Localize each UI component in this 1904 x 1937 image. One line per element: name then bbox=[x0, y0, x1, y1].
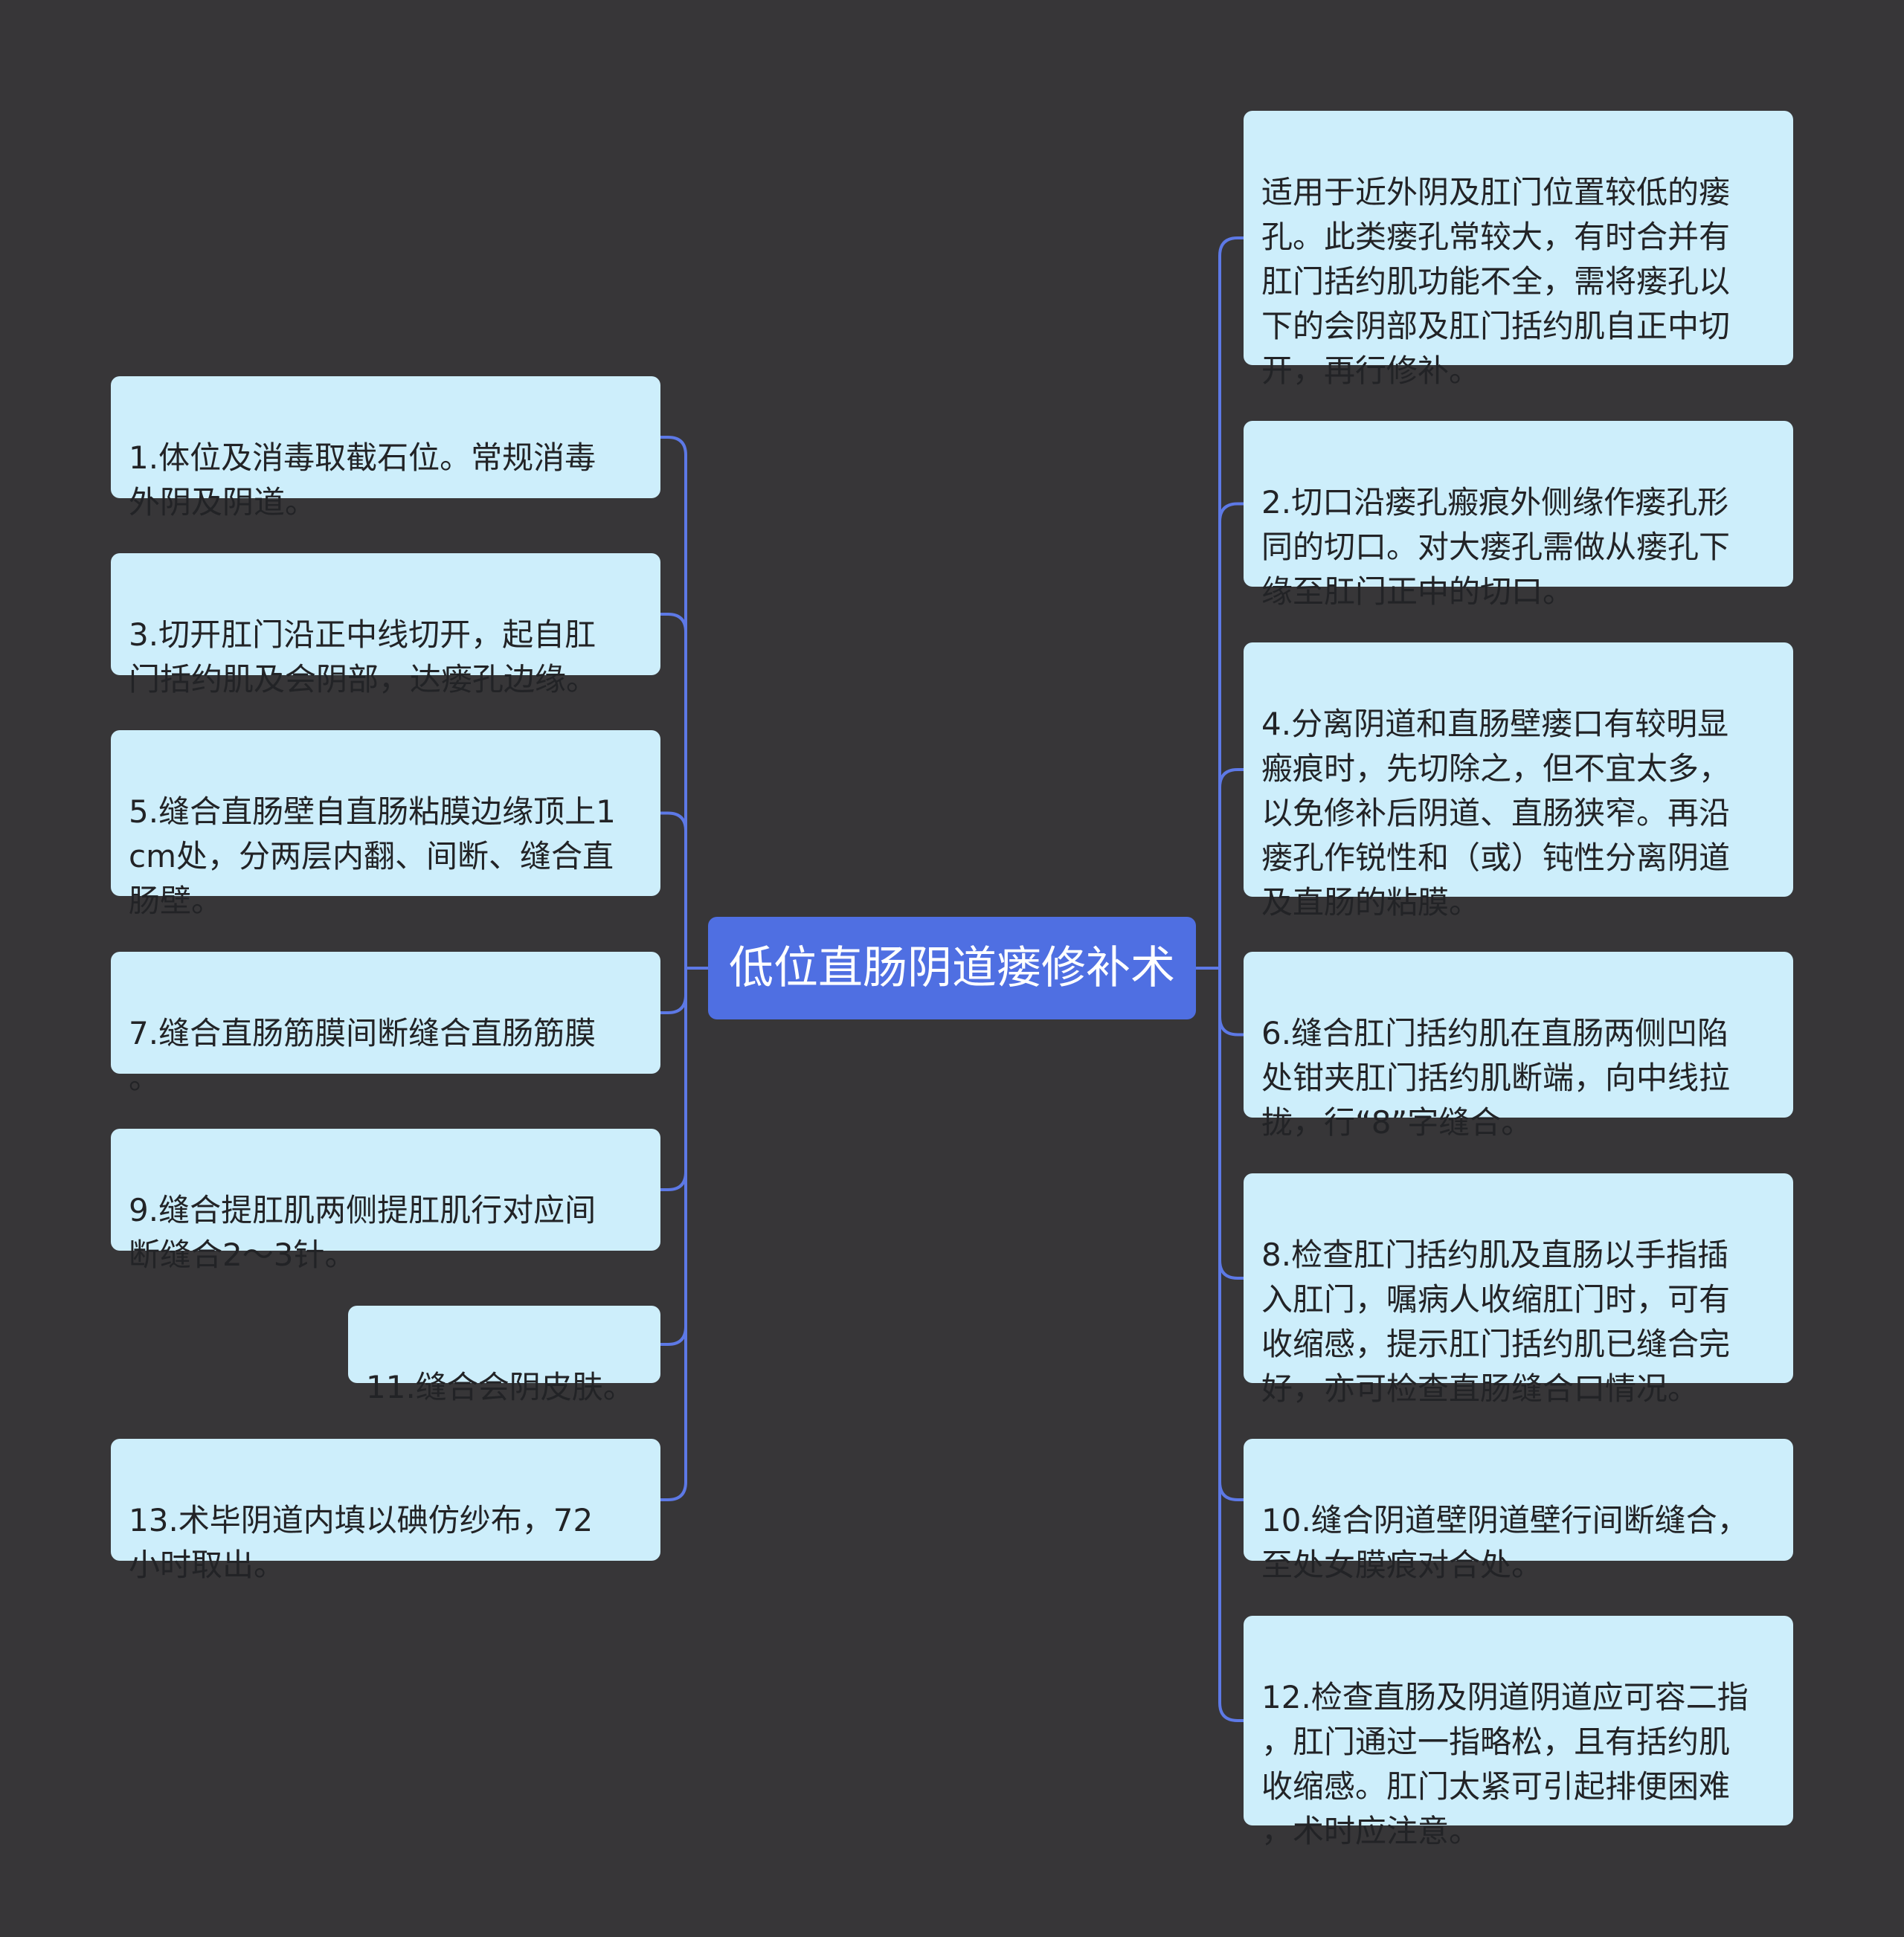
left-node-1-text: 1.体位及消毒取截石位。常规消毒 外阴及阴道。 bbox=[129, 439, 596, 520]
right-connector-1 bbox=[1218, 236, 1244, 968]
left-node-3-text: 5.缝合直肠壁自直肠粘膜边缘顶上1 cm处，分两层内翻、间断、缝合直 肠壁。 bbox=[129, 793, 616, 919]
right-node-7[interactable]: 12.检查直肠及阴道阴道应可容二指 ，肛门通过一指略松，且有括约肌 收缩感。肛门… bbox=[1244, 1616, 1793, 1849]
right-connector-3 bbox=[1218, 768, 1244, 968]
right-connector-6 bbox=[1218, 968, 1244, 1501]
right-node-2[interactable]: 2.切口沿瘘孔瘢痕外侧缘作瘘孔形 同的切口。对大瘘孔需做从瘘孔下 缘至肛门正中的… bbox=[1244, 421, 1793, 610]
left-node-4[interactable]: 7.缝合直肠筋膜间断缝合直肠筋膜 。 bbox=[111, 952, 660, 1096]
left-connector-7 bbox=[660, 968, 687, 1501]
right-node-5-text: 8.检查肛门括约肌及直肠以手指插 入肛门，嘱病人收缩肛门时，可有 收缩感，提示肛… bbox=[1261, 1237, 1731, 1407]
right-node-7-text: 12.检查直肠及阴道阴道应可容二指 ，肛门通过一指略松，且有括约肌 收缩感。肛门… bbox=[1261, 1679, 1749, 1849]
right-node-4[interactable]: 6.缝合肛门括约肌在直肠两侧凹陷 处钳夹肛门括约肌断端，向中线拉 拢，行“8”字… bbox=[1244, 952, 1793, 1141]
left-node-4-text: 7.缝合直肠筋膜间断缝合直肠筋膜 。 bbox=[129, 1015, 596, 1096]
left-connector-2 bbox=[660, 613, 687, 968]
right-connector-4 bbox=[1218, 968, 1244, 1037]
left-node-7[interactable]: 13.术毕阴道内填以碘仿纱布，72 小时取出。 bbox=[111, 1439, 660, 1583]
left-node-2-text: 3.切开肛门沿正中线切开，起自肛 门括约肌及会阴部，达瘘孔边缘。 bbox=[129, 616, 598, 697]
right-node-6[interactable]: 10.缝合阴道壁阴道壁行间断缝合， 至处女膜痕对合处。 bbox=[1244, 1439, 1793, 1583]
left-node-2[interactable]: 3.切开肛门沿正中线切开，起自肛 门括约肌及会阴部，达瘘孔边缘。 bbox=[111, 553, 660, 697]
right-connector-5 bbox=[1218, 968, 1244, 1280]
left-connector-1 bbox=[660, 436, 687, 968]
right-connector-7 bbox=[1218, 968, 1244, 1722]
left-node-5[interactable]: 9.缝合提肛肌两侧提肛肌行对应间 断缝合2～3针。 bbox=[111, 1129, 660, 1273]
right-node-6-text: 10.缝合阴道壁阴道壁行间断缝合， 至处女膜痕对合处。 bbox=[1261, 1502, 1749, 1583]
left-node-6-text: 11.缝合会阴皮肤。 bbox=[366, 1369, 634, 1405]
left-node-5-text: 9.缝合提肛肌两侧提肛肌行对应间 断缝合2～3针。 bbox=[129, 1192, 596, 1273]
right-node-4-text: 6.缝合肛门括约肌在直肠两侧凹陷 处钳夹肛门括约肌断端，向中线拉 拢，行“8”字… bbox=[1261, 1015, 1731, 1141]
left-node-7-text: 13.术毕阴道内填以碘仿纱布，72 小时取出。 bbox=[129, 1502, 594, 1583]
left-connector-3 bbox=[660, 811, 687, 968]
right-connector-2 bbox=[1218, 502, 1244, 968]
right-node-5[interactable]: 8.检查肛门括约肌及直肠以手指插 入肛门，嘱病人收缩肛门时，可有 收缩感，提示肛… bbox=[1244, 1173, 1793, 1407]
left-connector-5 bbox=[660, 968, 687, 1191]
right-node-2-text: 2.切口沿瘘孔瘢痕外侧缘作瘘孔形 同的切口。对大瘘孔需做从瘘孔下 缘至肛门正中的… bbox=[1261, 484, 1731, 610]
left-connector-6 bbox=[660, 968, 687, 1346]
left-connector-4 bbox=[660, 968, 687, 1014]
right-node-3[interactable]: 4.分离阴道和直肠壁瘘口有较明显 瘢痕时，先切除之，但不宜太多， 以免修补后阴道… bbox=[1244, 642, 1793, 921]
left-node-3[interactable]: 5.缝合直肠壁自直肠粘膜边缘顶上1 cm处，分两层内翻、间断、缝合直 肠壁。 bbox=[111, 730, 660, 919]
right-node-1-text: 适用于近外阴及肛门位置较低的瘘 孔。此类瘘孔常较大，有时合并有 肛门括约肌功能不… bbox=[1261, 174, 1731, 389]
right-node-1[interactable]: 适用于近外阴及肛门位置较低的瘘 孔。此类瘘孔常较大，有时合并有 肛门括约肌功能不… bbox=[1244, 111, 1793, 389]
left-node-1[interactable]: 1.体位及消毒取截石位。常规消毒 外阴及阴道。 bbox=[111, 376, 660, 520]
center-topic-label: 低位直肠阴道瘘修补术 bbox=[729, 942, 1175, 994]
center-topic[interactable]: 低位直肠阴道瘘修补术 bbox=[708, 917, 1196, 1019]
right-node-3-text: 4.分离阴道和直肠壁瘘口有较明显 瘢痕时，先切除之，但不宜太多， 以免修补后阴道… bbox=[1261, 706, 1731, 921]
left-node-6[interactable]: 11.缝合会阴皮肤。 bbox=[348, 1306, 660, 1405]
